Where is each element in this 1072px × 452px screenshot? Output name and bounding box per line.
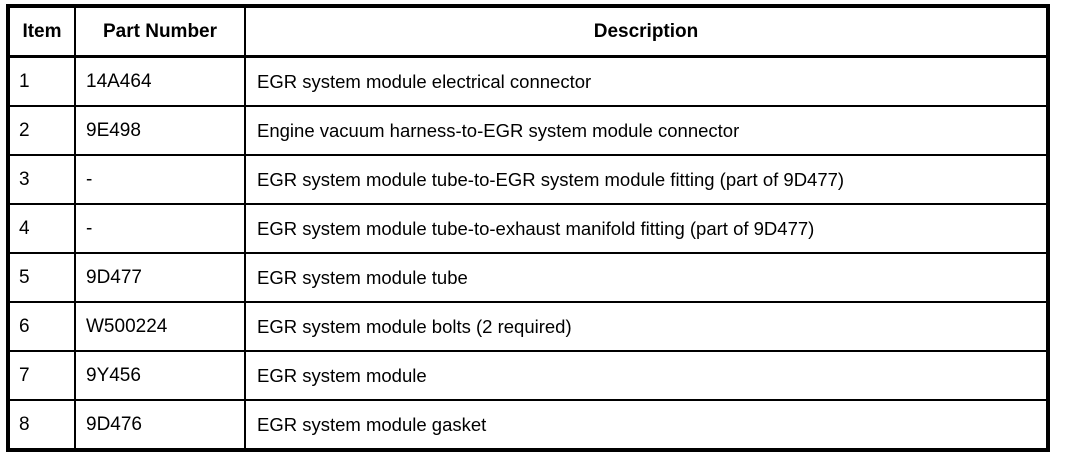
cell-description: EGR system module tube-to-EGR system mod… [244,154,1049,205]
table-row: 8 9D476 EGR system module gasket [7,399,1049,451]
column-header-part-number: Part Number [74,5,246,58]
cell-part-number: 9Y456 [74,350,246,401]
table-row: 6 W500224 EGR system module bolts (2 req… [7,301,1049,352]
table-row: 7 9Y456 EGR system module [7,350,1049,401]
cell-description: EGR system module electrical connector [244,55,1049,107]
cell-part-number: 9D477 [74,252,246,303]
cell-description: EGR system module gasket [244,399,1049,451]
cell-part-number: 14A464 [74,55,246,107]
cell-item: 7 [7,350,76,401]
cell-item: 6 [7,301,76,352]
cell-item: 2 [7,105,76,156]
table-row: 4 - EGR system module tube-to-exhaust ma… [7,203,1049,254]
parts-table: Item Part Number Description 1 14A464 EG… [6,4,1050,452]
parts-table-container: Item Part Number Description 1 14A464 EG… [6,4,1050,452]
table-row: 3 - EGR system module tube-to-EGR system… [7,154,1049,205]
cell-description: EGR system module [244,350,1049,401]
cell-item: 5 [7,252,76,303]
table-header-row: Item Part Number Description [7,5,1049,58]
cell-item: 3 [7,154,76,205]
cell-description: EGR system module bolts (2 required) [244,301,1049,352]
cell-part-number: 9D476 [74,399,246,451]
cell-description: EGR system module tube [244,252,1049,303]
cell-part-number: - [74,154,246,205]
cell-item: 4 [7,203,76,254]
cell-item: 8 [7,399,76,451]
cell-description: EGR system module tube-to-exhaust manifo… [244,203,1049,254]
table-row: 1 14A464 EGR system module electrical co… [7,55,1049,107]
table-header: Item Part Number Description [7,5,1049,58]
column-header-item: Item [7,5,76,58]
cell-description: Engine vacuum harness-to-EGR system modu… [244,105,1049,156]
table-row: 2 9E498 Engine vacuum harness-to-EGR sys… [7,105,1049,156]
cell-item: 1 [7,55,76,107]
cell-part-number: W500224 [74,301,246,352]
column-header-description: Description [244,5,1049,58]
cell-part-number: 9E498 [74,105,246,156]
table-body: 1 14A464 EGR system module electrical co… [7,55,1049,451]
cell-part-number: - [74,203,246,254]
table-row: 5 9D477 EGR system module tube [7,252,1049,303]
